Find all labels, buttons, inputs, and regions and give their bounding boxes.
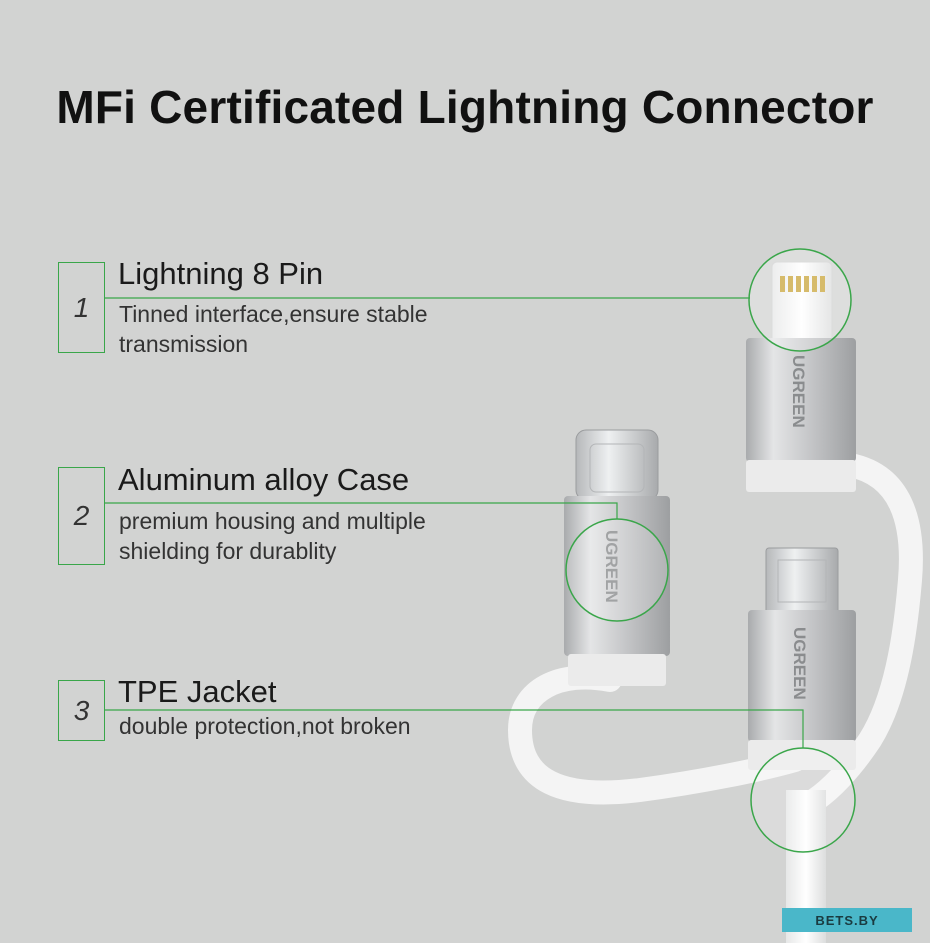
feature-number: 1 (73, 291, 90, 323)
feature-number: 3 (73, 694, 90, 726)
feature-number-box: 2 (58, 467, 105, 565)
feature-desc-line1: Tinned interface,ensure stable (119, 301, 428, 327)
watermark-badge: BETS.BY (782, 908, 912, 932)
feature-desc-line2: transmission (119, 331, 249, 357)
feature-title: Lightning 8 Pin (118, 256, 324, 291)
feature-desc-line2: shielding for durablity (119, 538, 337, 564)
page-title: MFi Certificated Lightning Connector (56, 81, 874, 133)
callout-line-2 (104, 502, 618, 519)
lightning-pins (780, 276, 825, 292)
highlight-circle-2 (565, 518, 669, 622)
micro-usb-connector: UGREEN (748, 547, 856, 770)
highlight-circle-3 (750, 747, 856, 853)
feature-title: Aluminum alloy Case (118, 462, 410, 497)
brand-logo-3: UGREEN (790, 627, 809, 700)
highlight-circle-1 (748, 248, 852, 352)
feature-desc-line1: premium housing and multiple (119, 508, 426, 534)
lightning-connector: UGREEN (746, 261, 856, 492)
callout-line-3 (104, 709, 804, 748)
feature-title: TPE Jacket (118, 674, 277, 709)
feature-desc-line1: double protection,not broken (119, 713, 411, 739)
feature-number-box: 1 (58, 262, 105, 353)
feature-number-box: 3 (58, 680, 105, 741)
feature-number: 2 (73, 500, 90, 531)
brand-logo-2: UGREEN (602, 530, 621, 603)
usb-c-connector: UGREEN (564, 429, 670, 686)
brand-logo-1: UGREEN (789, 355, 808, 428)
